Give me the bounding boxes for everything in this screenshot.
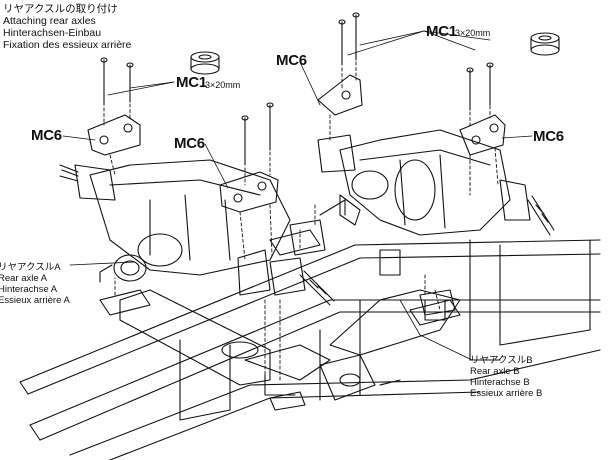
axle-b-de: Hinterachse B bbox=[470, 377, 530, 388]
chassis-frame bbox=[19, 239, 601, 460]
mc1-parts bbox=[190, 32, 560, 75]
mc6-brackets bbox=[87, 74, 506, 213]
instruction-title: リヤアクスルの取り付け Attaching rear axles Hintera… bbox=[3, 3, 131, 51]
axle-a-jp: リヤアクスルA bbox=[0, 262, 61, 273]
mc1-label-left: MC1 bbox=[176, 74, 207, 91]
mc1-label-right: MC1 bbox=[426, 23, 457, 40]
axle-b-jp: リヤアクスルB bbox=[470, 355, 533, 366]
rear-axle-a-label: リヤアクスルA Rear axle A Hinterachse A Essieu… bbox=[0, 262, 70, 306]
left-suspension-arm bbox=[119, 289, 331, 396]
mc6-label-right: MC6 bbox=[533, 128, 564, 145]
right-suspension-arm bbox=[319, 289, 461, 401]
axle-b-en: Rear axle B bbox=[470, 366, 520, 377]
mc6-label-center: MC6 bbox=[174, 135, 205, 152]
title-en: Attaching rear axles bbox=[3, 15, 96, 27]
screw-size-left: 3×20mm bbox=[205, 80, 241, 90]
axle-a-en: Rear axle A bbox=[0, 273, 48, 284]
title-de: Hinterachsen-Einbau bbox=[3, 27, 102, 39]
axle-a-de: Hinterachse A bbox=[0, 284, 58, 295]
mounting-pads bbox=[99, 229, 461, 411]
axle-b-fr: Essieux arrière B bbox=[470, 388, 543, 399]
assembly-guide-lines bbox=[103, 61, 499, 391]
rear-axle-a bbox=[59, 159, 335, 306]
rear-axle-b-label: リヤアクスルB Rear axle B Hinterachse B Essieu… bbox=[470, 355, 542, 399]
leader-lines bbox=[62, 30, 533, 361]
upper-links bbox=[289, 199, 456, 316]
mc6-label-top: MC6 bbox=[276, 52, 307, 69]
mc6-label-left: MC6 bbox=[31, 127, 62, 144]
title-jp: リヤアクスルの取り付け bbox=[3, 3, 118, 15]
axle-a-fr: Essieux arrière A bbox=[0, 295, 70, 306]
title-fr: Fixation des essieux arrière bbox=[3, 39, 132, 51]
rear-axle-b bbox=[317, 129, 555, 236]
screw-size-right: 3×20mm bbox=[455, 28, 491, 38]
